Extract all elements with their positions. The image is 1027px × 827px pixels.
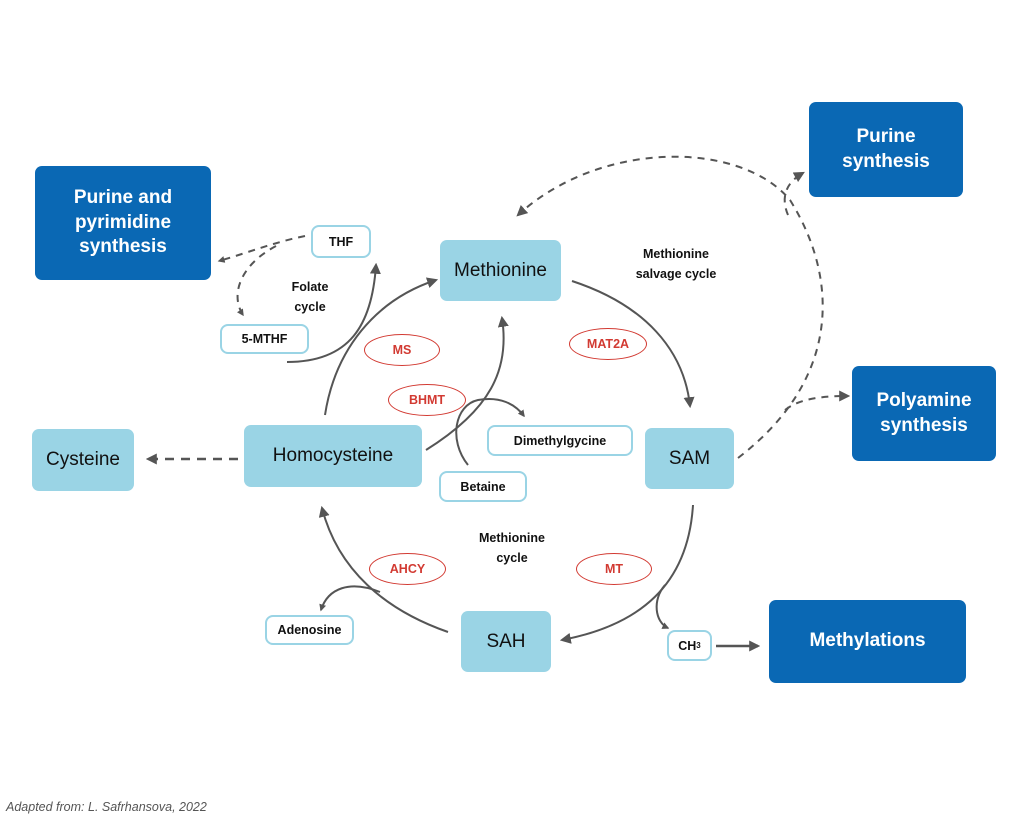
folate-cycle-label: Folate cycle (291, 280, 329, 314)
enzyme-ms: MS (364, 334, 440, 366)
thf-box: THF (311, 225, 371, 258)
methylations-box: Methylations (769, 600, 966, 683)
arrow-thf-to-mthf (236, 245, 277, 317)
methionine-box: Methionine (440, 240, 561, 301)
arrow-sam-to-sah (559, 504, 694, 644)
arrow-salvage-to-methionine (516, 155, 824, 459)
source-credit: Adapted from: L. Safrhansova, 2022 (6, 800, 207, 814)
homocysteine-box: Homocysteine (244, 425, 422, 487)
dimethylglycine-box: Dimethylgycine (487, 425, 633, 456)
enzyme-mt: MT (576, 553, 652, 585)
enzyme-mat2a: MAT2A (569, 328, 647, 360)
mthf-box: 5-MTHF (220, 324, 309, 354)
ch3-subscript: 3 (696, 641, 701, 650)
sah-box: SAH (461, 611, 551, 672)
ch3-label: CH (678, 638, 697, 653)
polyamine-synthesis-box: Polyamine synthesis (852, 366, 996, 461)
adenosine-box: Adenosine (265, 615, 354, 645)
methionine-salvage-cycle-label: Methionine salvage cycle (635, 247, 717, 281)
arrow-sah-to-homocysteine (318, 505, 449, 633)
arrow-salvage-to-purine (783, 171, 805, 216)
arrow-mt-to-ch3 (655, 584, 670, 629)
arrow-betaine-to-dimethylglycine (455, 398, 525, 466)
sam-box: SAM (645, 428, 734, 489)
cysteine-box: Cysteine (32, 429, 134, 491)
arrow-to-polyamine (784, 390, 851, 411)
betaine-box: Betaine (439, 471, 527, 502)
methionine-cycle-label: Methionine cycle (479, 531, 545, 565)
arrow-methionine-to-sam (571, 280, 695, 409)
purine-synthesis-box: Purine synthesis (809, 102, 963, 197)
arrow-thf-to-purine-pyrimidine (217, 235, 306, 263)
enzyme-bhmt: BHMT (388, 384, 466, 416)
arrow-homocysteine-to-methionine-ms (324, 277, 439, 416)
arrow-to-adenosine (319, 585, 381, 612)
arrow-mthf-to-thf (286, 262, 381, 363)
purine-pyrimidine-synthesis-box: Purine and pyrimidine synthesis (35, 166, 211, 280)
arrow-homocysteine-to-methionine-bhmt (425, 315, 509, 451)
enzyme-ahcy: AHCY (369, 553, 446, 585)
